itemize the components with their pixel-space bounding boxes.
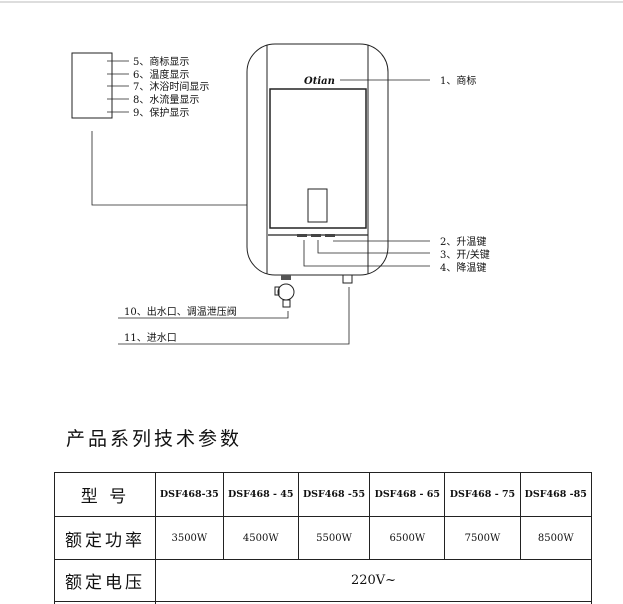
callout-6: 6、温度显示 — [133, 68, 189, 81]
voltage-header: 额定电压 — [54, 559, 156, 602]
table-row-voltage: 额定电压 220V~ — [54, 559, 592, 602]
callout-leaders — [118, 79, 430, 345]
model-header: 型 号 — [54, 472, 156, 517]
outlet-pipe — [281, 275, 291, 280]
table-row-next — [54, 601, 592, 604]
model-cell: DSF468 - 65 — [369, 472, 446, 517]
power-cell: 7500W — [444, 516, 521, 560]
pressure-valve — [277, 283, 295, 301]
callout-11: 11、进水口 — [124, 332, 177, 344]
callout-9: 9、保护显示 — [133, 106, 189, 119]
model-cell: DSF468 -85 — [519, 472, 593, 517]
model-cell: DSF468 -55 — [297, 472, 371, 517]
model-cell: DSF468-35 — [155, 472, 224, 517]
callout-10: 10、出水口、调温泄压阀 — [124, 305, 237, 318]
table-row-model: 型 号 DSF468-35 DSF468 - 45 DSF468 -55 DSF… — [54, 472, 593, 517]
power-cell: 5500W — [297, 516, 371, 560]
heater-diagram: 5、商标显示 6、温度显示 7、沐浴时间显示 8、水流量显示 9、保护显示 Ot… — [0, 1, 623, 345]
callout-1: 1、商标 — [440, 74, 476, 87]
power-cell: 8500W — [519, 516, 593, 560]
heater-body — [246, 43, 389, 276]
power-cell: 4500W — [222, 516, 299, 560]
callout-5: 5、商标显示 — [133, 55, 189, 68]
temp-up-button[interactable] — [325, 234, 335, 237]
spec-table: 型 号 DSF468-35 DSF468 - 45 DSF468 -55 DSF… — [54, 472, 593, 604]
model-cell: DSF468 - 45 — [222, 472, 299, 517]
callout-3: 3、开/关键 — [440, 248, 490, 261]
brand-logo: Otian — [304, 76, 335, 87]
voltage-cell: 220V~ — [155, 559, 592, 602]
callout-7: 7、沐浴时间显示 — [133, 80, 209, 93]
model-cell: DSF468 - 75 — [444, 472, 521, 517]
power-button[interactable] — [311, 234, 321, 237]
section-title: 产品系列技术参数 — [66, 428, 243, 450]
display-panel — [269, 88, 367, 229]
legend-leaders — [91, 60, 305, 206]
power-cell: 6500W — [369, 516, 446, 560]
display-window — [307, 188, 328, 223]
inlet-pipe — [342, 274, 353, 284]
callout-8: 8、水流量显示 — [133, 93, 199, 106]
callout-4: 4、降温键 — [440, 261, 486, 274]
temp-down-button[interactable] — [297, 234, 307, 237]
power-header: 额定功率 — [54, 516, 156, 560]
callout-2: 2、升温键 — [440, 235, 486, 248]
table-row-power: 额定功率 3500W 4500W 5500W 6500W 7500W 8500W — [54, 516, 593, 560]
display-legend-box — [71, 52, 113, 119]
power-cell: 3500W — [155, 516, 224, 560]
